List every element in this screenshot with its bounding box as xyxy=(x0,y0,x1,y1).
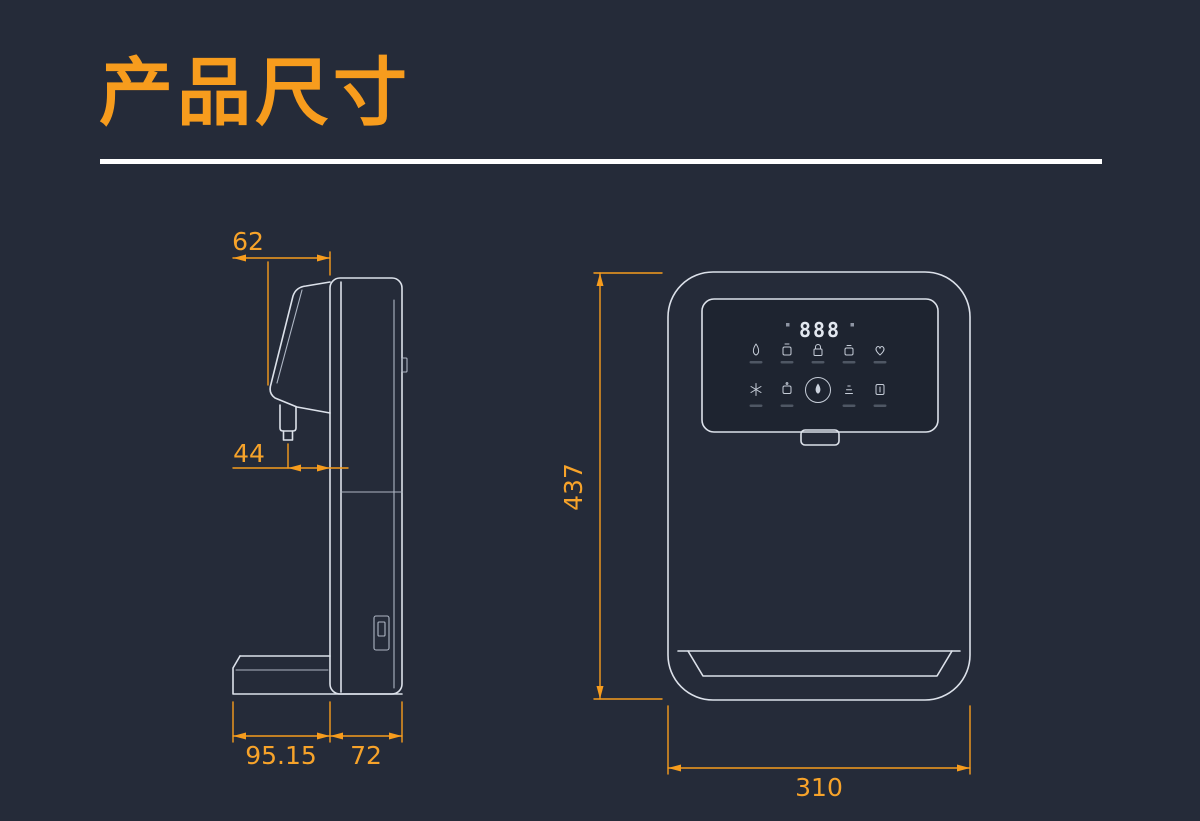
front-view: 888 xyxy=(559,271,971,802)
dim-spout-offset-label: 44 xyxy=(233,439,265,468)
water-drop-icon xyxy=(815,383,821,394)
panel-icon-row-2 xyxy=(749,377,887,407)
front-view-outline xyxy=(667,271,971,701)
tea-icon[interactable] xyxy=(782,382,792,394)
dim-width-label: 310 xyxy=(795,773,843,802)
boil-icon[interactable] xyxy=(844,345,854,356)
page-title: 产品尺寸 xyxy=(99,50,411,136)
icon-label-text xyxy=(842,404,856,407)
front-body xyxy=(667,271,971,701)
side-spout xyxy=(279,404,297,432)
side-view: 62 44 95.15 72 xyxy=(232,227,408,770)
panel-icon-row-1 xyxy=(749,343,887,364)
icon-label-text xyxy=(873,404,887,407)
side-head-outline xyxy=(269,281,331,414)
cold-water-icon[interactable] xyxy=(750,383,762,396)
icon-label-text xyxy=(749,404,763,407)
display-digits: 888 xyxy=(799,318,841,342)
icon-label-text xyxy=(749,361,763,364)
side-view-outline xyxy=(232,277,408,695)
side-view-dimensions: 62 44 95.15 72 xyxy=(232,227,403,770)
child-lock-icon[interactable] xyxy=(813,344,823,356)
side-head-inner-line xyxy=(276,289,303,384)
front-view-dimensions: 437 310 xyxy=(559,272,971,802)
panel-handle xyxy=(800,429,840,446)
side-dim-lines xyxy=(232,251,403,743)
side-latch-inner xyxy=(377,621,386,637)
health-icon[interactable] xyxy=(875,346,885,356)
front-dim-arrows xyxy=(596,273,970,772)
dim-base-depth-label: 95.15 xyxy=(245,741,317,770)
icon-label-text xyxy=(842,361,856,364)
display-indicator-icon xyxy=(786,323,790,327)
front-dim-lines xyxy=(593,272,971,775)
side-wall-bracket xyxy=(401,357,408,373)
icon-label-text xyxy=(811,361,825,364)
warm-water-icon[interactable] xyxy=(782,343,792,356)
display-indicator-icon xyxy=(850,323,854,327)
dim-height-label: 437 xyxy=(559,463,588,511)
filter-icon[interactable] xyxy=(875,384,885,395)
side-spout-tip xyxy=(282,430,294,441)
dispense-button[interactable] xyxy=(805,377,831,403)
control-panel-content: 888 xyxy=(749,318,887,407)
water-volume-icon[interactable] xyxy=(845,385,853,394)
drip-tray xyxy=(687,650,953,677)
control-panel xyxy=(701,298,939,433)
icon-label-text xyxy=(873,361,887,364)
side-base-outline xyxy=(232,655,403,695)
icon-label-text xyxy=(780,404,794,407)
dim-head-depth-label: 62 xyxy=(232,227,264,256)
icon-label-text xyxy=(780,361,794,364)
dim-body-depth-label: 72 xyxy=(350,741,382,770)
side-latch xyxy=(373,615,390,651)
title-underline xyxy=(100,159,1102,164)
hot-water-icon[interactable] xyxy=(752,343,760,356)
side-dim-arrows xyxy=(233,254,402,740)
